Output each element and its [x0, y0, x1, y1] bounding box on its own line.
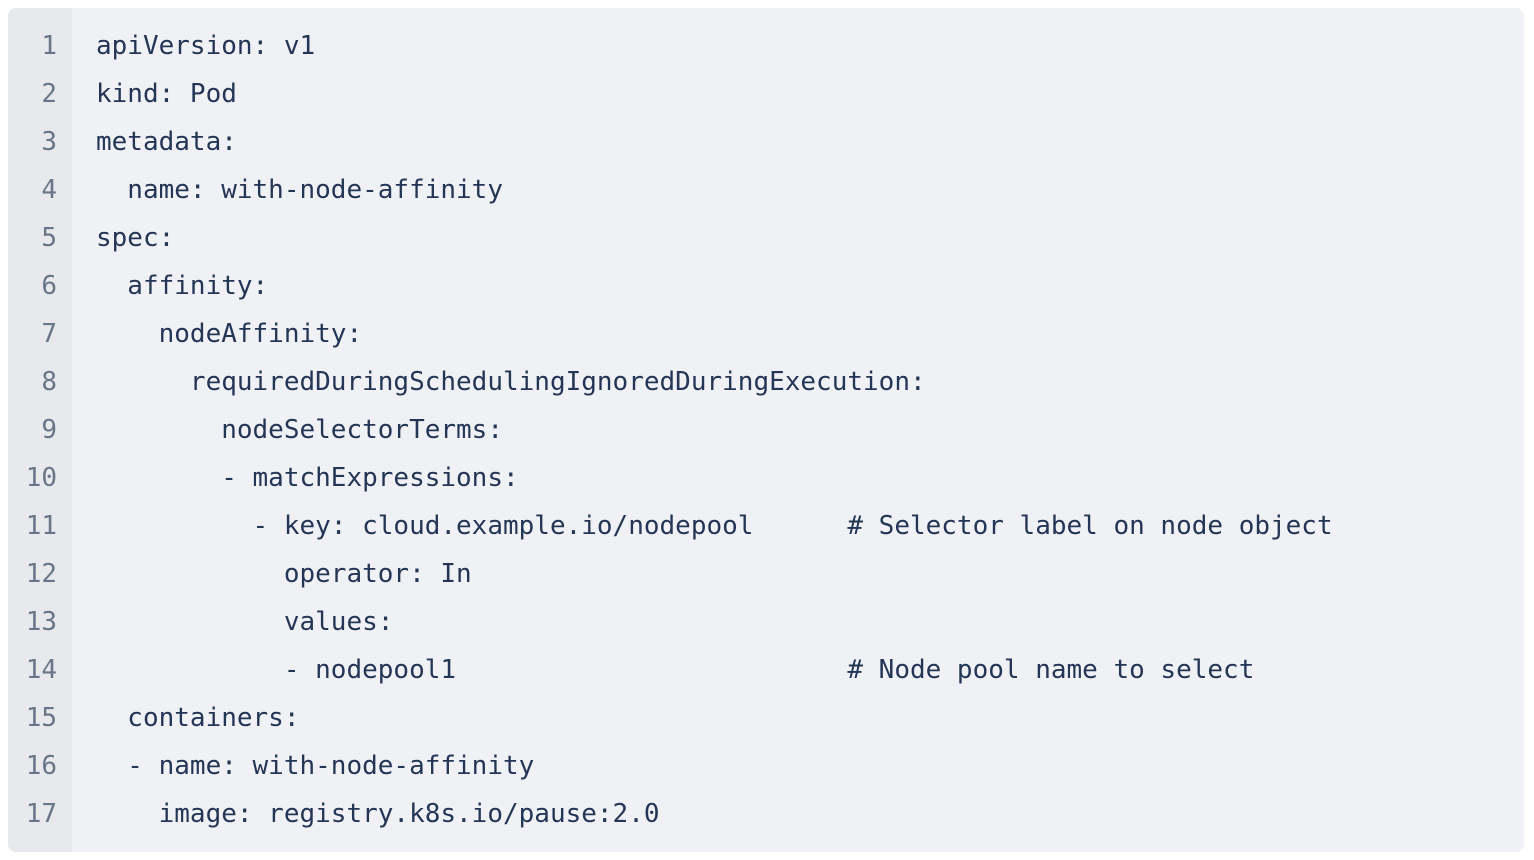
code-line: nodeSelectorTerms: — [96, 415, 503, 445]
line-number: 12 — [25, 559, 57, 589]
line-number: 2 — [41, 79, 57, 109]
line-number: 3 — [41, 127, 57, 157]
code-line: name: with-node-affinity — [96, 175, 503, 205]
code-line: - matchExpressions: — [96, 463, 519, 493]
code-line: metadata: — [96, 127, 237, 157]
line-number: 7 — [41, 319, 57, 349]
code-line: nodeAffinity: — [96, 319, 363, 349]
line-number: 16 — [25, 751, 57, 781]
code-line: - nodepool1 # Node pool name to select — [96, 655, 1255, 685]
code-line: operator: In — [96, 559, 472, 589]
line-number: 11 — [25, 511, 57, 541]
code-line: requiredDuringSchedulingIgnoredDuringExe… — [96, 367, 926, 397]
line-number: 17 — [25, 799, 57, 829]
line-number: 5 — [41, 223, 57, 253]
line-number: 10 — [25, 463, 57, 493]
code-line: kind: Pod — [96, 79, 237, 109]
code-line: values: — [96, 607, 394, 637]
code-line: image: registry.k8s.io/pause:2.0 — [96, 799, 660, 829]
code-line: spec: — [96, 223, 175, 253]
line-number: 6 — [41, 271, 57, 301]
code-line: affinity: — [96, 271, 269, 301]
code-line: - name: with-node-affinity — [96, 751, 535, 781]
line-number: 13 — [25, 607, 57, 637]
line-number: 4 — [41, 175, 57, 205]
code-line: - key: cloud.example.io/nodepool # Selec… — [96, 511, 1333, 541]
line-number: 1 — [41, 31, 57, 61]
line-number: 8 — [41, 367, 57, 397]
code-area: apiVersion: v1 kind: Pod metadata: name: w… — [72, 8, 1524, 852]
line-number: 9 — [41, 415, 57, 445]
code-line: apiVersion: v1 — [96, 31, 316, 61]
code-line: containers: — [96, 703, 300, 733]
line-number: 15 — [25, 703, 57, 733]
line-number: 14 — [25, 655, 57, 685]
